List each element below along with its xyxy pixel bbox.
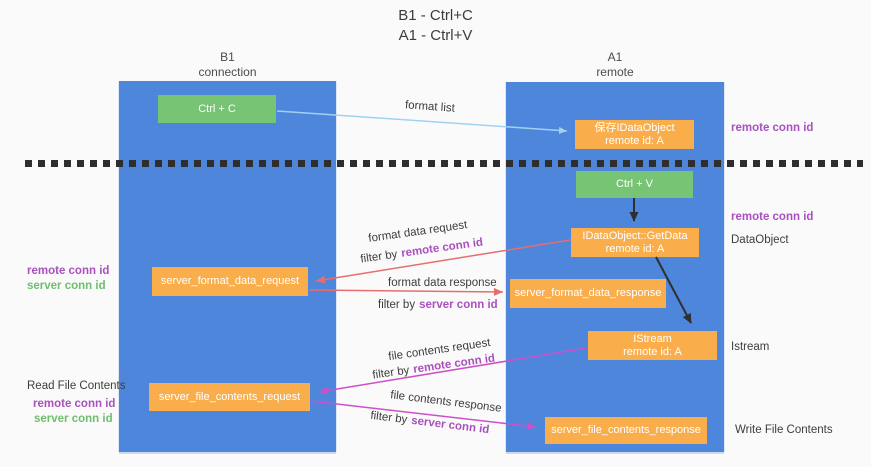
left-server-conn-id-mid-label: server conn id xyxy=(27,280,106,292)
file-contents-response-label: file contents response xyxy=(389,389,503,415)
right-remote-conn-id-top-label: remote conn id xyxy=(731,122,814,134)
server-conn-id-text: server conn id xyxy=(410,414,490,437)
read-file-contents-label: Read File Contents xyxy=(27,380,126,392)
filter-by-text: filter by xyxy=(378,299,416,311)
format-data-response-label: format data response xyxy=(388,277,497,289)
ctrl-v-box: Ctrl + V xyxy=(576,171,693,198)
save-dataobject-line2: remote id: A xyxy=(605,134,664,147)
save-dataobject-line1: 保存IDataObject xyxy=(594,121,675,134)
ctrl-c-box: Ctrl + C xyxy=(158,95,276,123)
left-column-header: B1 connection xyxy=(119,50,336,80)
format-data-response-arrow xyxy=(308,287,504,296)
filter-by-text: filter by xyxy=(369,409,408,427)
getdata-line1: IDataObject::GetData xyxy=(582,229,688,242)
format-list-label: format list xyxy=(404,99,456,115)
istream-side-label: Istream xyxy=(731,341,770,353)
server-file-contents-request-label: server_file_contents_request xyxy=(158,390,301,403)
right-column-subtitle: remote xyxy=(596,65,634,79)
title-line-1: B1 - Ctrl+C xyxy=(398,7,473,24)
istream-line1: IStream xyxy=(633,332,672,345)
right-column-header: A1 remote xyxy=(506,50,724,80)
getdata-line2: remote id: A xyxy=(605,242,665,255)
save-dataobject-box: 保存IDataObject remote id: A xyxy=(575,120,694,149)
filter-by-text: filter by xyxy=(359,248,399,266)
istream-box: IStream remote id: A xyxy=(588,331,717,360)
write-file-contents-label: Write File Contents xyxy=(735,424,833,436)
left-remote-conn-id-bottom-label: remote conn id xyxy=(33,398,116,410)
getdata-box: IDataObject::GetData remote id: A xyxy=(571,228,699,257)
server-format-data-response-label: server_format_data_response xyxy=(514,287,662,299)
left-column-name: B1 xyxy=(220,50,235,64)
server-format-data-request-box: server_format_data_request xyxy=(152,267,308,296)
dataobject-label: DataObject xyxy=(731,234,789,246)
server-file-contents-request-box: server_file_contents_request xyxy=(149,383,310,411)
left-column-subtitle: connection xyxy=(198,65,257,79)
title-line-2: A1 - Ctrl+V xyxy=(398,27,473,44)
server-file-contents-response-box: server_file_contents_response xyxy=(545,417,707,444)
left-remote-conn-id-mid-label: remote conn id xyxy=(27,265,110,277)
server-format-data-response-box: server_format_data_response xyxy=(510,279,666,308)
ctrl-v-label: Ctrl + V xyxy=(616,178,653,190)
remote-conn-id-text: remote conn id xyxy=(400,236,484,260)
right-column-name: A1 xyxy=(607,50,623,64)
server-conn-id-text: server conn id xyxy=(419,299,498,311)
ctrl-c-label: Ctrl + C xyxy=(198,102,236,115)
boundary-dashed-line xyxy=(25,160,863,167)
right-remote-conn-id-mid-label: remote conn id xyxy=(731,211,814,223)
istream-line2: remote id: A xyxy=(623,345,682,358)
server-file-contents-response-label: server_file_contents_response xyxy=(551,424,701,436)
left-server-conn-id-bottom-label: server conn id xyxy=(34,413,113,425)
diagram-title: B1 - Ctrl+C A1 - Ctrl+V xyxy=(0,6,871,46)
server-format-data-request-label: server_format_data_request xyxy=(160,275,300,287)
filter-by-text: filter by xyxy=(371,364,411,382)
